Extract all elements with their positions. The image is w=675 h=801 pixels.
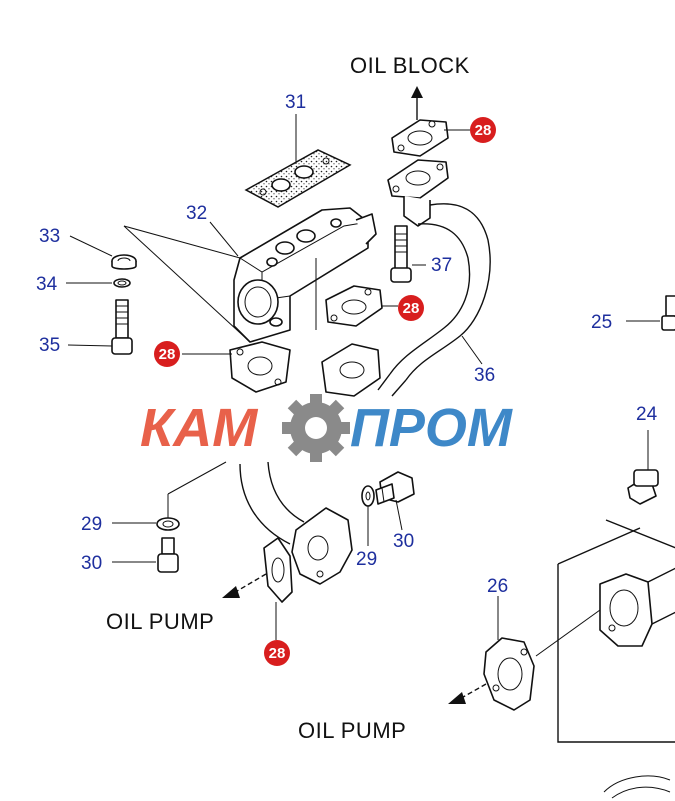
part-number-25: 25 (591, 312, 612, 333)
bolt-30-right (375, 471, 415, 505)
gasket-31 (244, 149, 352, 208)
label-oil-pump-2: OIL PUMP (298, 718, 406, 743)
badge-28-middle: 28 (398, 295, 424, 321)
part-number-30-right: 30 (393, 531, 414, 552)
leaders (66, 114, 483, 640)
pipe-flange-lower (291, 507, 353, 585)
part-number-31: 31 (285, 92, 306, 113)
oil-pipe (377, 159, 491, 397)
part-number-30-left: 30 (81, 553, 102, 574)
gasket-28-middle (325, 285, 383, 327)
badge-28-left: 28 (154, 341, 180, 367)
part-number-33: 33 (39, 226, 60, 247)
badge-28-lower-label: 28 (269, 645, 286, 662)
badge-28-top: 28 (470, 117, 496, 143)
watermark-left: КАМ (140, 398, 258, 458)
part-number-29-left: 29 (81, 514, 102, 535)
manifold-32 (233, 207, 377, 343)
washer-29-left (156, 461, 227, 531)
part-number-37: 37 (431, 255, 452, 276)
leader-lines-left (123, 225, 251, 343)
badge-28-left-label: 28 (159, 346, 176, 363)
bolt-30-left (157, 537, 179, 573)
label-oil-block: OIL BLOCK (350, 53, 470, 78)
watermark: КАМ ПРОМ (140, 394, 513, 462)
bolt-37 (390, 225, 412, 283)
oil-pump-arrow-2 (448, 609, 601, 704)
part-number-32: 32 (186, 203, 207, 224)
gasket-top (391, 119, 449, 157)
bolt-35 (111, 299, 133, 355)
gasket-28-left (229, 341, 291, 393)
washer-29-right (361, 485, 375, 507)
washer-34 (113, 278, 131, 288)
oil-pipe-lower (239, 461, 305, 545)
gasket-28-lower (263, 537, 293, 603)
part-number-29-right: 29 (356, 549, 377, 570)
flange-lower (321, 343, 381, 397)
badge-28-lower: 28 (264, 640, 290, 666)
part-number-26: 26 (487, 576, 508, 597)
gasket-26 (483, 596, 535, 711)
label-oil-pump-1: OIL PUMP (106, 609, 214, 634)
oil-block-arrow (411, 86, 423, 120)
watermark-right: ПРОМ (350, 398, 513, 458)
part-number-35: 35 (39, 335, 60, 356)
part-number-24: 24 (636, 404, 658, 425)
part-number-36: 36 (474, 365, 495, 386)
oil-pump-body (557, 519, 675, 799)
badge-28-top-label: 28 (475, 122, 492, 139)
oil-pump-arrow-1 (222, 573, 267, 598)
washer-33 (111, 254, 137, 270)
bolt-25 (626, 295, 675, 331)
gear-icon (282, 394, 350, 462)
part-number-34: 34 (36, 274, 58, 295)
bolt-24 (627, 430, 659, 505)
badge-28-middle-label: 28 (403, 300, 420, 317)
